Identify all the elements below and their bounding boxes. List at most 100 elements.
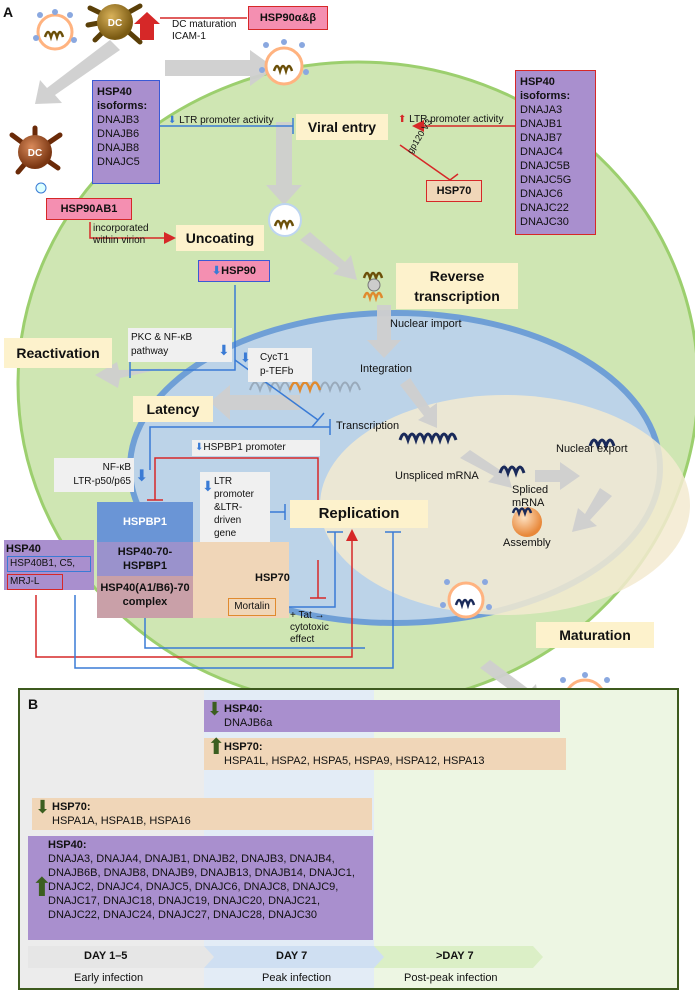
hsp40-background	[4, 540, 94, 590]
bar-title: HSP70:	[52, 801, 91, 813]
hsp40-left-item: DNAJB6	[97, 128, 140, 140]
down-arrow-icon: ⬇	[195, 442, 204, 453]
hsp40-right-item: DNAJC5B	[520, 160, 571, 172]
hsp40-70-complex-box: HSP40(A1/B6)-70 complex	[97, 576, 193, 618]
tat-label: + Tat → cytotoxic effect	[290, 610, 329, 646]
bar-line: DNAJC22, DNAJC24, DNAJC27, DNAJC28, DNAJ…	[48, 909, 317, 921]
hsp40-left-item: DNAJB3	[97, 114, 140, 126]
hsp40-right-item: DNAJC5G	[520, 174, 572, 186]
process-arrows	[35, 40, 612, 710]
nfkb-line-2: LTR-p50/p65	[73, 476, 131, 487]
hspbp1-box: HSPBP1	[97, 502, 193, 542]
ptefb-line: p-TEFb	[260, 366, 294, 377]
phase-post-bg	[374, 690, 677, 988]
mrjl-box: MRJ-L	[7, 574, 63, 590]
ltr-block-line: LTR	[214, 476, 233, 487]
hsp90-box: ⬇HSP90	[198, 260, 270, 282]
cyct1-box: CycT1 p-TEFb	[248, 348, 312, 382]
tat-line-1: + Tat →	[290, 610, 325, 621]
up-arrow-icon	[134, 12, 160, 40]
ltr-block-line: &LTR-	[214, 502, 243, 513]
regulatory-lines	[35, 17, 515, 669]
dc-maturation-label: DC maturation	[172, 19, 237, 30]
hsp40-small-label: HSP40	[6, 543, 41, 555]
phase-desc-post: Post-peak infection	[404, 972, 498, 984]
bar-line: DNAJB6B, DNAJB8, DNAJB9, DNAJB13, DNAJB1…	[48, 867, 355, 879]
hsp90-text: HSP90	[221, 265, 257, 277]
hsp40-right-item: DNAJC30	[520, 216, 569, 228]
hsp40-isoforms-right: HSP40 isoforms: DNAJA3 DNAJB1 DNAJB7 DNA…	[515, 70, 596, 235]
rt-line-1: Reverse	[429, 268, 485, 284]
hsp40-right-item: DNAJA3	[520, 104, 563, 116]
cytoplasm-region	[320, 395, 690, 615]
bar-hsp40-up: ⬆ HSP40: DNAJA3, DNAJA4, DNAJB1, DNAJB2,…	[28, 836, 373, 940]
nfkb-box: NF-κB LTR-p50/p65	[54, 458, 134, 492]
bar-line: DNAJA3, DNAJA4, DNAJB1, DNAJB2, DNAJB3, …	[48, 853, 335, 865]
ltr-right-label: ⬆ LTR promoter activity	[398, 114, 503, 126]
assembly-label: Assembly	[503, 537, 551, 549]
nuclear-export-label: Nuclear export	[556, 443, 628, 455]
down-arrow-icon: ⬇	[218, 342, 230, 358]
hsp40-right-item: DNAJC4	[520, 146, 563, 158]
virion-uncoating	[268, 203, 302, 237]
down-arrow-icon: ⬇	[211, 265, 222, 277]
replication-step: Replication	[290, 500, 428, 528]
hsp40-isoforms-left: HSP40 isoforms: DNAJB3 DNAJB6 DNAJB8 DNA…	[92, 80, 160, 184]
panel-a-label: A	[3, 4, 14, 20]
integration-label: Integration	[360, 363, 412, 375]
viral-entry-step: Viral entry	[296, 114, 388, 140]
ltr-driven-box: LTR promoter &LTR- driven gene	[200, 472, 270, 550]
down-arrow-icon: ⬇	[35, 797, 51, 817]
timeline-arrows	[28, 946, 543, 968]
dendritic-cell-left: DC	[9, 125, 63, 194]
tat-line-2: cytotoxic	[290, 622, 329, 633]
rt-line-2: transcription	[414, 288, 500, 304]
pkc-line-2: pathway	[131, 346, 169, 357]
unspliced-mrna-icon	[398, 432, 458, 445]
svg-text:DC: DC	[28, 148, 42, 159]
bar-line: DNAJC17, DNAJC18, DNAJC19, DNAJC20, DNAJ…	[48, 895, 321, 907]
dendritic-cell-top: DC	[85, 3, 143, 45]
ltr-left-text: LTR promoter activity	[179, 115, 274, 126]
virion-entry	[259, 39, 309, 86]
down-arrow-icon: ⬇	[207, 699, 223, 719]
down-arrow-icon: ⬇	[202, 478, 214, 494]
uncoating-step: Uncoating	[176, 225, 264, 251]
hsp40-70-line-2: HSPBP1	[122, 560, 168, 572]
ltr-block-line: driven	[214, 515, 242, 526]
reactivation-step: Reactivation	[4, 338, 112, 368]
reverse-transcription-step: Reverse transcription	[396, 263, 518, 309]
hspbp1-promoter-box: ⬇HSPBP1 promoter	[192, 440, 320, 456]
bar-title: HSP40:	[224, 703, 263, 715]
mortalin-box: Mortalin	[228, 598, 276, 616]
spliced-line-2: mRNA	[512, 497, 545, 509]
hsp40-right-item: DNAJB1	[520, 118, 563, 130]
down-arrow-icon: ⬇	[240, 350, 251, 365]
tat-line-3: effect	[290, 634, 315, 645]
hsp40-right-item: DNAJB7	[520, 132, 563, 144]
up-arrow-icon: ⬆	[31, 872, 53, 902]
down-arrow-icon: ⬇	[135, 468, 149, 485]
spliced-mrna-icon	[498, 438, 616, 478]
bar-text: HSPA1A, HSPA1B, HSPA16	[52, 815, 191, 827]
panel-b: B ⬇ HSP40:DNAJB6a ⬆ HSP70:HSPA1L, HSPA2,…	[18, 688, 679, 990]
hspbp1-promoter-text: HSPBP1 promoter	[203, 442, 286, 453]
hsp40-left-item: DNAJC5	[97, 156, 140, 168]
integrated-provirus-icon	[249, 381, 361, 394]
hsp40-left-title: HSP40 isoforms:	[97, 86, 148, 112]
hsp40-left-item: DNAJB8	[97, 142, 140, 154]
bar-hsp70-up: ⬆ HSP70: HSPA1L, HSPA2, HSPA5, HSPA9, HSP…	[204, 734, 566, 770]
hsp40-70-hspbp1-box: HSP40-70- HSPBP1	[97, 542, 193, 576]
phase-desc-peak: Peak infection	[262, 972, 332, 984]
hsp40b1-box: HSP40B1, C5,	[7, 556, 91, 572]
icam-label: ICAM-1	[172, 31, 206, 42]
nfkb-line-1: NF-κB	[102, 462, 131, 473]
up-arrow-icon: ⬆	[207, 734, 226, 759]
bar-text: HSPA1L, HSPA2, HSPA5, HSPA9, HSPA12, HSP…	[224, 755, 485, 767]
hsp40-70-line-1: HSP40-70-	[117, 546, 173, 558]
down-arrow-icon: ⬇	[168, 115, 177, 126]
phase-desc-early: Early infection	[74, 972, 144, 984]
virion-budding	[440, 579, 492, 619]
transcription-label: Transcription	[336, 420, 400, 432]
bar-title: HSP70:	[224, 741, 263, 753]
